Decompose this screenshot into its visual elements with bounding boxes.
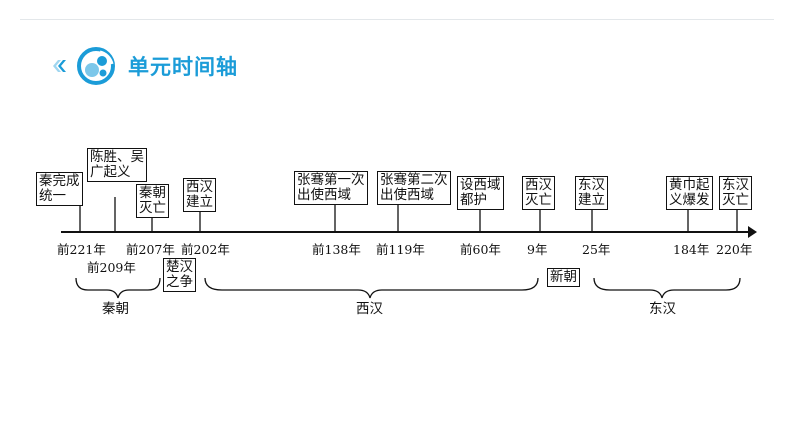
event-huangjin: 黄巾起 义爆发 [666, 176, 713, 210]
event-zhangqian-1: 张骞第一次 出使西域 [294, 171, 368, 205]
timeline-arrow-icon [748, 226, 757, 238]
year-label: 前207年 [126, 242, 175, 257]
event-zhangqian-2: 张骞第二次 出使西域 [377, 171, 451, 205]
event-chuhan: 楚汉 之争 [163, 258, 196, 292]
year-label: 9年 [527, 242, 548, 257]
top-divider-line [20, 19, 774, 20]
molecule-logo-icon [76, 46, 116, 86]
event-xinchao: 新朝 [547, 268, 580, 287]
period-label-qin: 秦朝 [102, 301, 129, 317]
event-qin-fall: 秦朝 灭亡 [136, 184, 169, 218]
brace-xihan [204, 277, 539, 299]
year-label: 25年 [582, 242, 611, 257]
brace-donghan [593, 277, 741, 299]
year-label: 前60年 [460, 242, 501, 257]
year-label: 前221年 [57, 242, 106, 257]
year-label: 前202年 [181, 242, 230, 257]
year-label: 184年 [673, 242, 710, 257]
event-duhu: 设西域 都护 [457, 176, 504, 210]
event-qin-unify: 秦完成 统一 [36, 172, 83, 206]
page-title: 单元时间轴 [128, 55, 238, 79]
year-label: 前119年 [376, 242, 425, 257]
year-label: 前138年 [312, 242, 361, 257]
event-donghan-fall: 东汉 灭亡 [719, 176, 752, 210]
event-xihan-fall: 西汉 灭亡 [522, 176, 555, 210]
period-label-donghan: 东汉 [649, 301, 676, 317]
double-chevron-left-icon [48, 55, 70, 77]
year-label: 220年 [716, 242, 753, 257]
brace-qin [75, 277, 161, 299]
section-header: 单元时间轴 [48, 44, 238, 88]
period-label-xihan: 西汉 [356, 301, 383, 317]
event-chen-sheng: 陈胜、吴 广起义 [87, 148, 147, 182]
year-label: 前209年 [87, 260, 136, 275]
event-donghan-found: 东汉 建立 [575, 176, 608, 210]
event-xihan-found: 西汉 建立 [183, 178, 216, 212]
